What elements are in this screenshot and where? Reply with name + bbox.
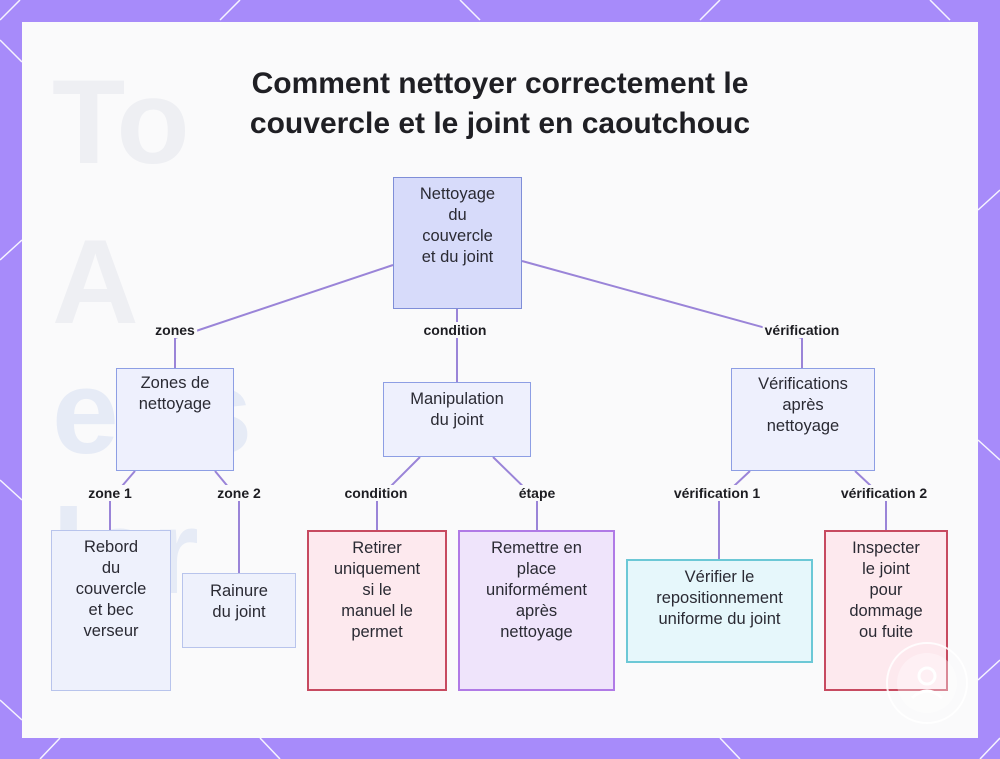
node-root-label: Nettoyage du couvercle et du joint	[419, 185, 496, 266]
edge-label-condition: condition	[421, 322, 489, 338]
node-verifications: Vérifications après nettoyage	[731, 368, 875, 471]
node-rebord: Rebord du couvercle et bec verseur	[51, 530, 171, 691]
node-zones: Zones de nettoyage	[116, 368, 234, 471]
node-verifier-label: Vérifier le repositionnement uniforme du…	[656, 568, 783, 628]
node-retirer-label: Retirer uniquement si le manuel le perme…	[333, 539, 421, 641]
node-root: Nettoyage du couvercle et du joint	[393, 177, 522, 309]
node-inspecter-label: Inspecter le joint pour dommage ou fuite	[849, 539, 923, 641]
title-line-1: Comment nettoyer correctement le	[251, 67, 749, 100]
background-ghost-text: To	[52, 55, 190, 189]
edge-root-verifications	[521, 260, 803, 368]
node-retirer: Retirer uniquement si le manuel le perme…	[307, 530, 447, 691]
node-rebord-label: Rebord du couvercle et bec verseur	[75, 538, 147, 640]
edge-label-verification: vérification	[762, 322, 842, 338]
node-remettre-label: Remettre en place uniformément après net…	[486, 539, 587, 641]
node-inspecter: Inspecter le joint pour dommage ou fuite	[824, 530, 948, 691]
node-verifications-label: Vérifications après nettoyage	[758, 375, 848, 435]
node-zones-label: Zones de nettoyage	[138, 374, 212, 413]
edge-root-zones	[174, 264, 394, 368]
diagram-title: Comment nettoyer correctement le couverc…	[0, 64, 1000, 144]
node-rainure: Rainure du joint	[182, 573, 296, 648]
node-manipulation: Manipulation du joint	[383, 382, 531, 457]
node-remettre: Remettre en place uniformément après net…	[458, 530, 615, 691]
background-ghost-text: A	[52, 215, 139, 349]
edge-label-zones: zones	[153, 322, 197, 338]
node-verifier: Vérifier le repositionnement uniforme du…	[626, 559, 813, 663]
node-rainure-label: Rainure du joint	[210, 582, 268, 621]
edge-label-zone-2: zone 2	[215, 485, 263, 501]
edge-label-zone-1: zone 1	[86, 485, 134, 501]
edge-label-condition-sub: condition	[342, 485, 410, 501]
title-line-2: couvercle et le joint en caoutchouc	[249, 107, 751, 140]
edge-label-verification-1: vérification 1	[671, 485, 763, 501]
node-manipulation-label: Manipulation du joint	[410, 390, 504, 429]
edge-label-etape: étape	[516, 485, 558, 501]
user-badge-icon	[886, 642, 968, 724]
edge-label-verification-2: vérification 2	[838, 485, 930, 501]
